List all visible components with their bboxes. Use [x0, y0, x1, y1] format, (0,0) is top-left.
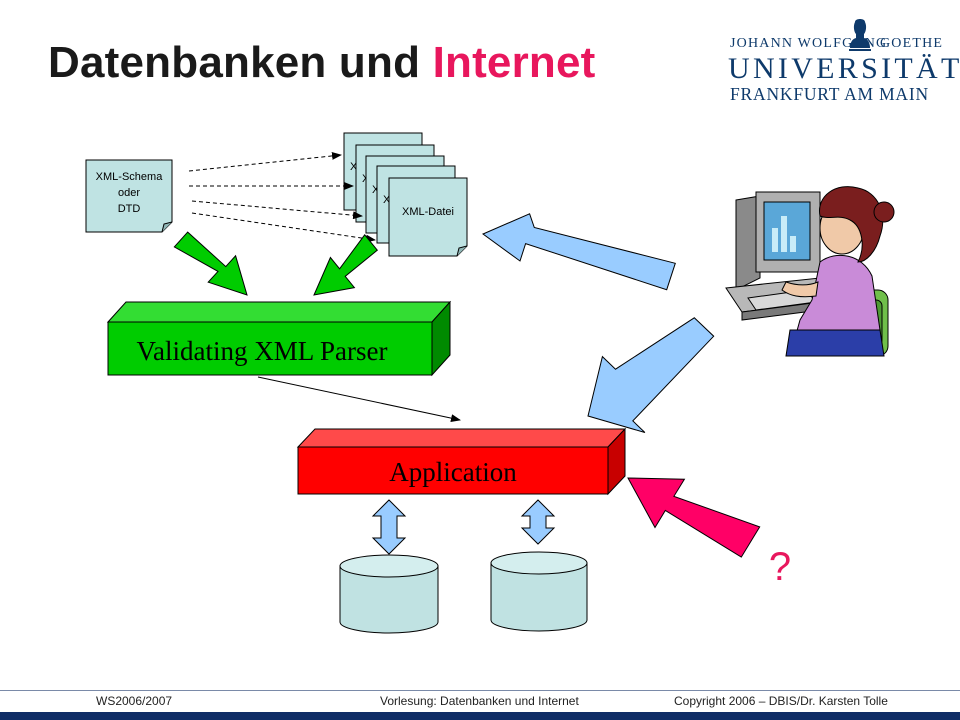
footer-semester: WS2006/2007 [96, 694, 173, 708]
xml-datei-label: XML-Datei [402, 206, 454, 218]
application-label: Application [389, 457, 517, 487]
schema-line-1: XML-Schema [96, 171, 164, 183]
parser-label: Validating XML Parser [137, 336, 388, 366]
title-main: Datenbanken und [48, 38, 433, 87]
dashed-arrow-4 [191, 212, 376, 243]
schema-document: XML-Schema oder DTD [85, 159, 173, 233]
logo-line-3: FRANKFURT AM MAIN [730, 84, 929, 104]
database-1 [339, 554, 439, 634]
slide-title: Datenbanken und Internet [48, 38, 596, 88]
goethe-portrait-icon [849, 19, 871, 51]
footer-lecture: Vorlesung: Datenbanken und Internet [380, 694, 579, 708]
slide-footer: WS2006/2007 Vorlesung: Datenbanken und I… [0, 690, 960, 720]
green-arrow-left [173, 231, 248, 296]
stack-page-3-label: X [372, 184, 380, 196]
footer-copyright: Copyright 2006 – DBIS/Dr. Karsten Tolle [674, 694, 888, 708]
footer-band [0, 712, 960, 720]
logo-line-1-left: JOHANN WOLFGANG [730, 36, 888, 51]
magenta-arrow [627, 477, 761, 558]
schema-line-3: DTD [118, 203, 141, 215]
xml-architecture-diagram: XML-Schema oder DTD X X X X XML-Datei [85, 132, 895, 634]
xml-document-stack: X X X X XML-Datei [343, 132, 468, 257]
application-block: Application [296, 427, 627, 496]
green-arrow-right [313, 233, 379, 296]
logo-line-1-right: GOETHE [880, 36, 944, 51]
question-mark: ? [769, 545, 791, 589]
xml-datei-document: XML-Datei [388, 177, 468, 257]
user-at-computer-icon [725, 186, 895, 357]
schema-line-2: oder [118, 187, 140, 199]
double-arrow-db-2 [520, 499, 556, 545]
dashed-arrow-1 [188, 151, 342, 172]
stack-page-1-label: X [350, 161, 358, 173]
blue-arrow-to-application [587, 317, 715, 433]
dashed-references [188, 151, 376, 243]
validating-xml-parser-block: Validating XML Parser [106, 300, 452, 377]
blue-arrow-to-xml [481, 213, 676, 291]
database-2 [490, 551, 588, 632]
footer-rule [0, 690, 960, 691]
university-logo: JOHANN WOLFGANG GOETHE UNIVERSITÄT FRANK… [722, 18, 959, 104]
logo-line-2: UNIVERSITÄT [728, 52, 960, 85]
double-arrow-db-1 [371, 499, 407, 555]
dashed-arrow-3 [191, 200, 363, 220]
stack-page-4-label: X [383, 194, 391, 206]
parser-to-application-arrow [257, 376, 461, 423]
title-accent: Internet [432, 38, 596, 87]
